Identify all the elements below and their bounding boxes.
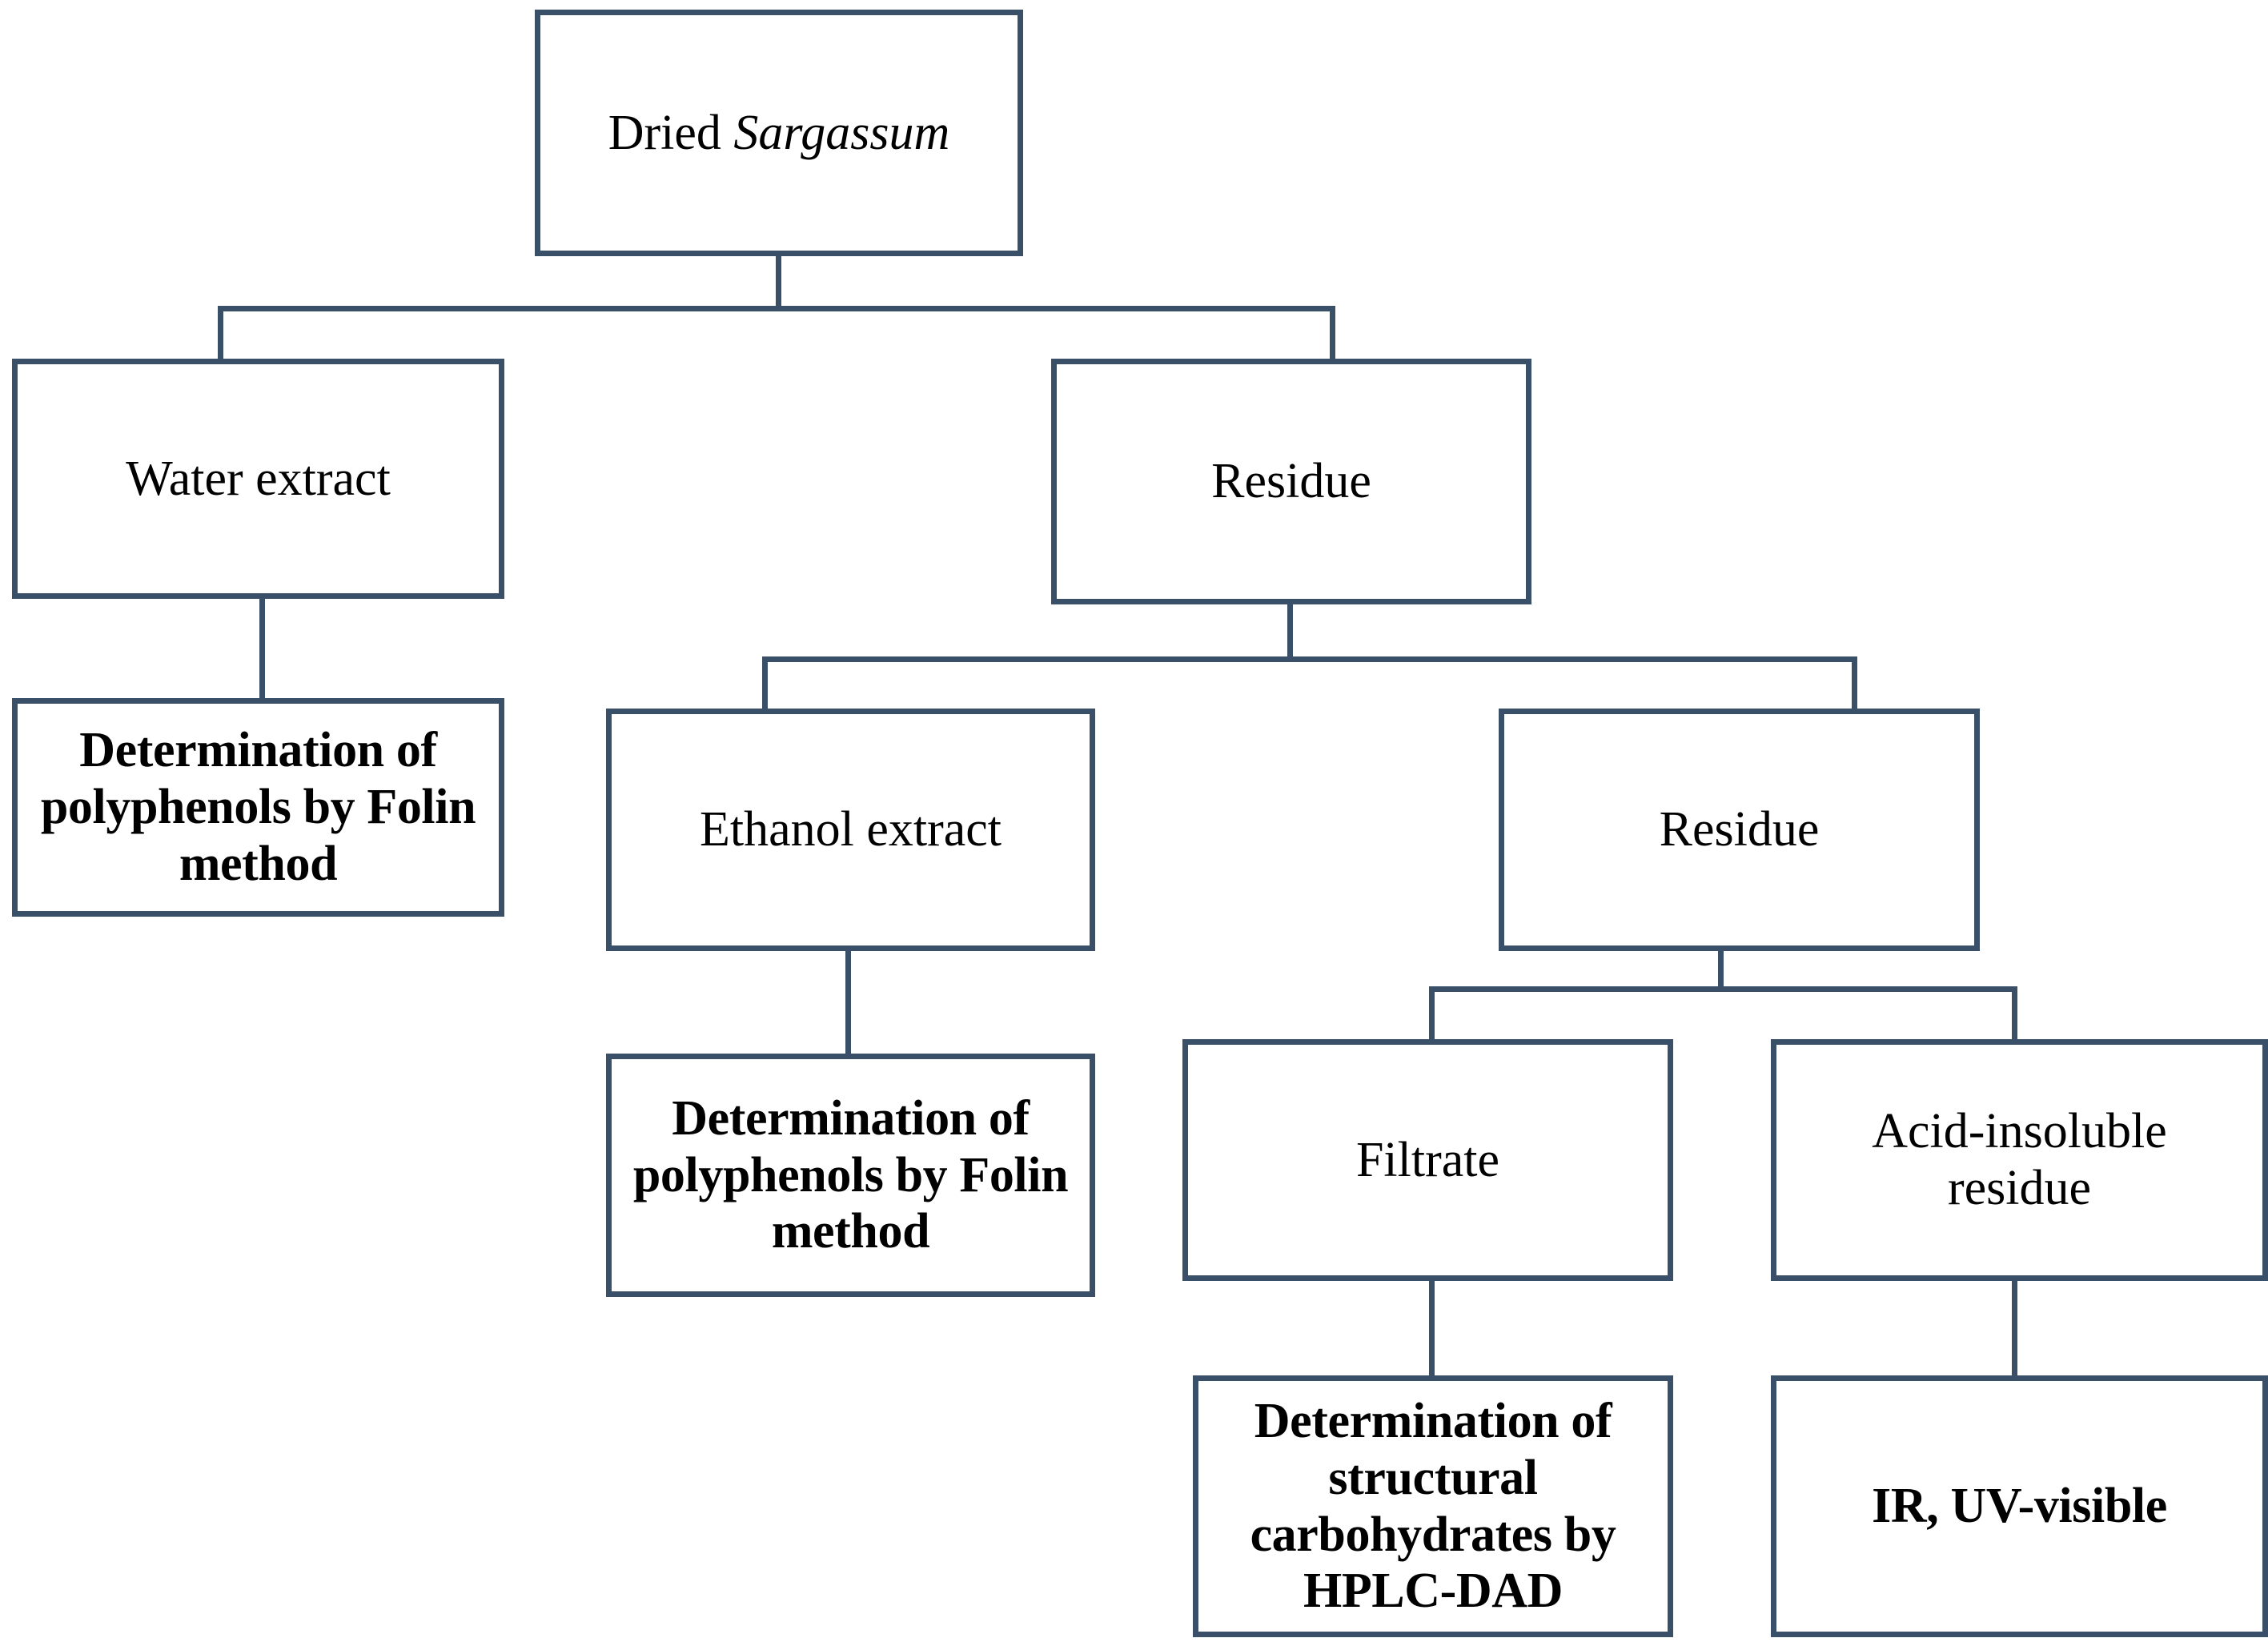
node-water-extract-label: Water extract [126, 451, 391, 506]
connector-level3-left-drop [1429, 986, 1435, 1044]
node-filtrate-label: Filtrate [1355, 1132, 1500, 1187]
connector-residue2-stem [1718, 946, 1724, 991]
connector-level3-right-drop [2012, 986, 2017, 1044]
connector-level1-bar [218, 306, 1335, 311]
node-dried-sargassum-species: Sargassum [733, 105, 950, 160]
node-folin-mid[interactable]: Determination of polyphenols by Folin me… [606, 1054, 1095, 1297]
node-ir-uv-visible[interactable]: IR, UV-visible [1771, 1375, 2268, 1637]
connector-ethanol-to-folin [845, 946, 851, 1058]
node-folin-left-label: Determination of polyphenols by Folin me… [40, 723, 476, 891]
connector-level3-bar [1429, 986, 2017, 992]
connector-level2-left-drop [762, 656, 768, 713]
node-dried-sargassum-prefix: Dried [608, 105, 734, 160]
node-residue-1-label: Residue [1211, 454, 1371, 509]
connector-residue1-stem [1287, 602, 1293, 661]
connector-water-to-folin [259, 596, 265, 701]
node-dried-sargassum[interactable]: Dried Sargassum [535, 10, 1023, 256]
connector-level2-bar [762, 656, 1857, 662]
node-folin-mid-label: Determination of polyphenols by Folin me… [632, 1090, 1069, 1259]
node-folin-left[interactable]: Determination of polyphenols by Folin me… [12, 698, 504, 917]
node-hplc-dad[interactable]: Determination of structural carbohydrate… [1193, 1375, 1673, 1637]
node-water-extract[interactable]: Water extract [12, 359, 504, 599]
node-filtrate[interactable]: Filtrate [1182, 1039, 1673, 1281]
node-ir-uv-visible-label: IR, UV-visible [1872, 1479, 2167, 1534]
connector-level1-left-drop [218, 306, 223, 362]
node-ethanol-extract[interactable]: Ethanol extract [606, 709, 1095, 951]
node-hplc-dad-label: Determination of structural carbohydrate… [1250, 1394, 1616, 1619]
connector-acidresidue-to-iruv [2012, 1276, 2017, 1380]
connector-level1-right-drop [1330, 306, 1335, 362]
connector-filtrate-to-hplc [1429, 1276, 1435, 1380]
connector-level2-right-drop [1852, 656, 1857, 713]
node-residue-1[interactable]: Residue [1051, 359, 1531, 604]
node-acid-insoluble-residue[interactable]: Acid-insoluble residue [1771, 1039, 2268, 1281]
node-ethanol-extract-label: Ethanol extract [700, 802, 1002, 857]
connector-root-stem [776, 256, 781, 309]
node-residue-2-label: Residue [1659, 802, 1820, 857]
node-dried-sargassum-label: Dried Sargassum [540, 105, 1018, 162]
node-acid-insoluble-residue-label: Acid-insoluble residue [1872, 1104, 2167, 1215]
node-residue-2[interactable]: Residue [1499, 709, 1980, 951]
